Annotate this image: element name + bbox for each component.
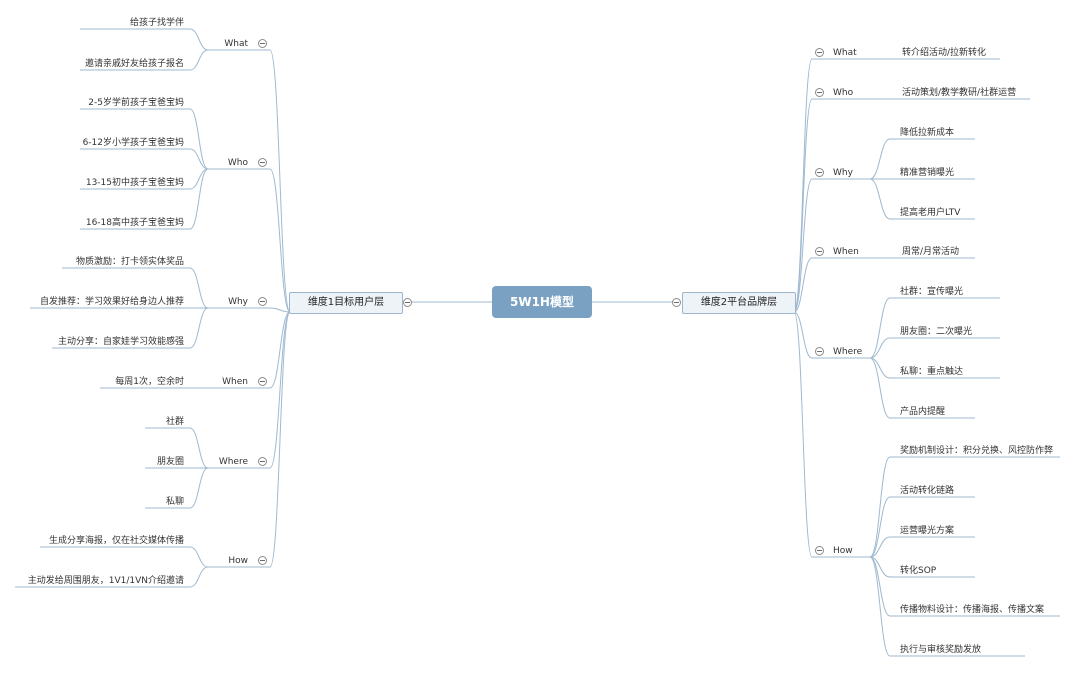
left-category-what[interactable]: What bbox=[224, 39, 248, 49]
left-branch-collapse-icon[interactable] bbox=[403, 298, 412, 307]
connector-line bbox=[869, 297, 891, 359]
left-branch-node[interactable]: 维度1目标用户层 bbox=[289, 292, 403, 314]
connector-line bbox=[189, 467, 209, 509]
right-category-when-collapse-icon[interactable] bbox=[815, 247, 824, 256]
left-category-where-collapse-icon[interactable] bbox=[258, 457, 267, 466]
connector-line bbox=[869, 456, 891, 558]
connector-line bbox=[189, 307, 209, 349]
left-category-why-collapse-icon[interactable] bbox=[258, 297, 267, 306]
left-category-where[interactable]: Where bbox=[218, 457, 248, 467]
right-category-where[interactable]: Where bbox=[833, 347, 863, 357]
right-category-where-collapse-icon[interactable] bbox=[815, 347, 824, 356]
left-leaf-item[interactable]: 社群 bbox=[165, 417, 184, 427]
right-category-who[interactable]: Who bbox=[833, 88, 854, 98]
right-leaf-item[interactable]: 活动策划/教学教研/社群运营 bbox=[902, 88, 1017, 98]
connector-line bbox=[793, 257, 813, 313]
left-leaf-item[interactable]: 2-5岁学前孩子宝爸宝妈 bbox=[88, 98, 184, 108]
connector-line bbox=[793, 311, 813, 359]
right-leaf-item[interactable]: 提高老用户LTV bbox=[900, 208, 961, 218]
connector-line bbox=[793, 178, 813, 313]
connector-line bbox=[869, 138, 891, 180]
right-leaf-item[interactable]: 社群：宣传曝光 bbox=[900, 287, 964, 297]
right-category-why[interactable]: Why bbox=[833, 168, 853, 178]
left-leaf-item[interactable]: 6-12岁小学孩子宝爸宝妈 bbox=[82, 138, 184, 148]
right-category-how[interactable]: How bbox=[833, 546, 853, 556]
left-leaf-item[interactable]: 给孩子找学伴 bbox=[129, 18, 184, 28]
connector-line bbox=[269, 311, 291, 469]
left-category-who[interactable]: Who bbox=[227, 158, 248, 168]
left-leaf-item[interactable]: 13-15初中孩子宝爸宝妈 bbox=[85, 178, 184, 188]
connector-line bbox=[269, 311, 291, 568]
left-leaf-item[interactable]: 朋友圈 bbox=[156, 457, 184, 467]
root-node[interactable]: 5W1H模型 bbox=[492, 286, 592, 318]
left-leaf-item[interactable]: 每周1次，空余时 bbox=[115, 377, 184, 387]
connector-line bbox=[189, 108, 209, 170]
right-leaf-item[interactable]: 传播物料设计：传播海报、传播文案 bbox=[900, 605, 1045, 615]
connector-line bbox=[793, 311, 813, 558]
left-leaf-item[interactable]: 私聊 bbox=[165, 497, 184, 507]
right-category-how-collapse-icon[interactable] bbox=[815, 546, 824, 555]
right-category-why-collapse-icon[interactable] bbox=[815, 168, 824, 177]
connector-line bbox=[189, 28, 209, 51]
connector-line bbox=[269, 307, 291, 313]
connector-line bbox=[269, 168, 291, 313]
connector-line bbox=[869, 337, 891, 359]
left-leaf-item[interactable]: 生成分享海报，仅在社交媒体传播 bbox=[48, 536, 184, 546]
connector-line bbox=[189, 546, 209, 568]
connector-line bbox=[189, 427, 209, 469]
connector-line bbox=[869, 178, 891, 220]
right-leaf-item[interactable]: 活动转化链路 bbox=[900, 486, 955, 496]
right-leaf-item[interactable]: 私聊：重点触达 bbox=[900, 367, 964, 377]
left-category-what-collapse-icon[interactable] bbox=[258, 39, 267, 48]
connector-line bbox=[269, 49, 291, 313]
connector-line bbox=[189, 49, 209, 71]
connector-line bbox=[869, 496, 891, 558]
connector-line bbox=[869, 556, 891, 657]
left-category-why[interactable]: Why bbox=[228, 297, 248, 307]
right-leaf-item[interactable]: 产品内提醒 bbox=[900, 407, 946, 417]
left-category-how-collapse-icon[interactable] bbox=[258, 556, 267, 565]
right-category-what-collapse-icon[interactable] bbox=[815, 48, 824, 57]
connector-line bbox=[869, 536, 891, 558]
right-category-what[interactable]: What bbox=[833, 48, 857, 58]
connector-line bbox=[793, 98, 813, 313]
connector-line bbox=[869, 357, 891, 419]
left-leaf-item[interactable]: 自发推荐：学习效果好给身边人推荐 bbox=[39, 297, 184, 307]
left-category-who-collapse-icon[interactable] bbox=[258, 158, 267, 167]
right-leaf-item[interactable]: 精准营销曝光 bbox=[900, 168, 955, 178]
connector-line bbox=[269, 311, 291, 389]
connector-line bbox=[189, 566, 209, 588]
right-leaf-item[interactable]: 朋友圈：二次曝光 bbox=[900, 327, 973, 337]
left-leaf-item[interactable]: 主动发给周围朋友，1V1/1VN介绍邀请 bbox=[27, 576, 184, 586]
right-leaf-item[interactable]: 转化SOP bbox=[900, 566, 937, 576]
left-leaf-item[interactable]: 主动分享：自家娃学习效能感强 bbox=[57, 337, 184, 347]
right-leaf-item[interactable]: 周常/月常活动 bbox=[902, 247, 960, 257]
connector-line bbox=[189, 168, 209, 230]
right-leaf-item[interactable]: 执行与审核奖励发放 bbox=[900, 645, 982, 655]
right-category-when[interactable]: When bbox=[833, 247, 859, 257]
right-branch-collapse-icon[interactable] bbox=[672, 298, 681, 307]
right-category-who-collapse-icon[interactable] bbox=[815, 88, 824, 97]
left-category-when-collapse-icon[interactable] bbox=[258, 377, 267, 386]
left-leaf-item[interactable]: 16-18高中孩子宝爸宝妈 bbox=[85, 218, 184, 228]
right-branch-node[interactable]: 维度2平台品牌层 bbox=[682, 292, 796, 314]
left-category-when[interactable]: When bbox=[222, 377, 248, 387]
left-category-how[interactable]: How bbox=[228, 556, 248, 566]
left-leaf-item[interactable]: 邀请亲戚好友给孩子报名 bbox=[84, 59, 184, 69]
connector-line bbox=[189, 148, 209, 170]
right-leaf-item[interactable]: 运营曝光方案 bbox=[900, 526, 955, 536]
connector-line bbox=[189, 267, 209, 309]
right-leaf-item[interactable]: 转介绍活动/拉新转化 bbox=[902, 48, 987, 58]
right-leaf-item[interactable]: 奖励机制设计：积分兑换、风控防作弊 bbox=[900, 446, 1054, 456]
left-leaf-item[interactable]: 物质激励：打卡领实体奖品 bbox=[75, 257, 184, 267]
right-leaf-item[interactable]: 降低拉新成本 bbox=[900, 128, 955, 138]
